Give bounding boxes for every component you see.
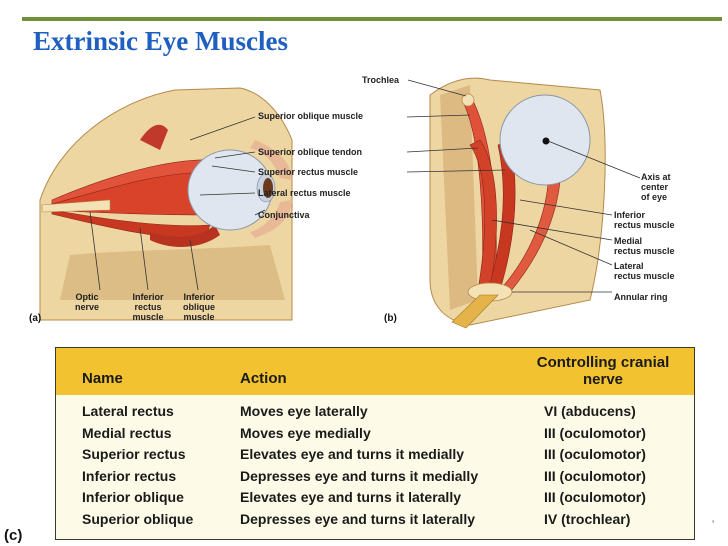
cell-name: Superior oblique (82, 510, 194, 527)
slide-title: Extrinsic Eye Muscles (33, 26, 288, 56)
cell-action: Moves eye laterally (240, 403, 368, 419)
cell-action: Depresses eye and turns it laterally (240, 510, 475, 527)
axis-center-dot-b (542, 137, 550, 145)
table-row: Lateral rectus Moves eye laterally VI (abd… (56, 403, 694, 424)
iris-a (263, 178, 273, 198)
orbit-wall-b (440, 85, 478, 310)
label-inferior-oblique-muscle: Inferior oblique muscle (183, 292, 215, 322)
label-trochlea: Trochlea (362, 75, 400, 85)
label-medial-rectus-muscle: Medial rectus muscle (614, 236, 675, 256)
cell-nerve: III (oculomotor) (544, 424, 646, 441)
cell-nerve: III (oculomotor) (544, 467, 646, 484)
cell-action: Depresses eye and turns it medially (240, 467, 479, 484)
label-superior-oblique-muscle: Superior oblique muscle (258, 111, 364, 121)
panel-a-leaders (89, 116, 266, 291)
title-rule (22, 17, 722, 21)
inferior-oblique-a (150, 225, 220, 247)
optic-nerve-b (451, 294, 499, 329)
trochlea-b (461, 93, 475, 107)
label-inferior-rectus-muscle-b: Inferior rectus muscle (614, 210, 675, 230)
cell-name: Inferior rectus (82, 467, 177, 484)
table-row: Inferior rectus Depresses eye and turns i… (56, 468, 694, 489)
orbit-floor-a (60, 245, 285, 300)
optic-nerve-a (41, 199, 111, 213)
header-action: Action (240, 370, 287, 387)
cell-action: Elevates eye and turns it medially (240, 446, 465, 462)
label-inferior-rectus-muscle-a: Inferior rectus muscle (132, 292, 164, 322)
label-annular-ring: Annular ring (614, 292, 668, 302)
header-controlling-nerve: Controlling cranial nerve (536, 354, 670, 388)
lower-eyelid-a (250, 200, 292, 238)
table-row: Superior oblique Depresses eye and turns … (56, 511, 694, 532)
label-lateral-rectus-muscle-b: Lateral rectus muscle (614, 261, 675, 281)
cell-nerve: VI (abducens) (544, 403, 636, 419)
panel-c-letter: (c) (4, 527, 23, 544)
table-row: Medial rectus Moves eye medially III (ocul… (56, 425, 694, 446)
panel-a-letter: (a) (29, 313, 42, 324)
table-row: Superior rectus Elevates eye and turns it… (56, 446, 694, 467)
cell-nerve: III (oculomotor) (544, 446, 646, 462)
upper-eyelid-a (250, 140, 292, 180)
cell-name: Superior rectus (82, 446, 186, 462)
tissue-a (140, 124, 168, 150)
header-name: Name (82, 370, 123, 387)
corner-mark: ʼ (712, 520, 715, 531)
panel-b-drawing (429, 77, 606, 329)
label-optic-nerve: Optic nerve (74, 292, 100, 312)
cell-nerve: III (oculomotor) (544, 489, 646, 505)
panel-b-letter: (b) (384, 313, 397, 324)
cell-action: Moves eye medially (240, 424, 371, 441)
label-conjunctiva: Conjunctiva (258, 210, 310, 220)
table-row: Inferior oblique Elevates eye and turns i… (56, 489, 694, 510)
cell-name: Inferior oblique (82, 489, 184, 505)
label-superior-rectus-muscle: Superior rectus muscle (258, 167, 359, 177)
cell-nerve: IV (trochlear) (544, 510, 631, 527)
panel-b-leaders (406, 79, 641, 293)
label-lateral-rectus-muscle: Lateral rectus muscle (258, 188, 351, 198)
cell-name: Medial rectus (82, 424, 172, 441)
table-header: Name Action Controlling cranial nerve (56, 348, 694, 395)
panel-a-drawing (39, 87, 293, 321)
label-axis-center: Axis at center of eye (641, 172, 671, 202)
cell-name: Lateral rectus (82, 403, 174, 419)
label-superior-oblique-tendon: Superior oblique tendon (258, 147, 362, 157)
cell-action: Elevates eye and turns it laterally (240, 489, 461, 505)
muscle-nerve-table: Name Action Controlling cranial nerve La… (55, 347, 695, 540)
